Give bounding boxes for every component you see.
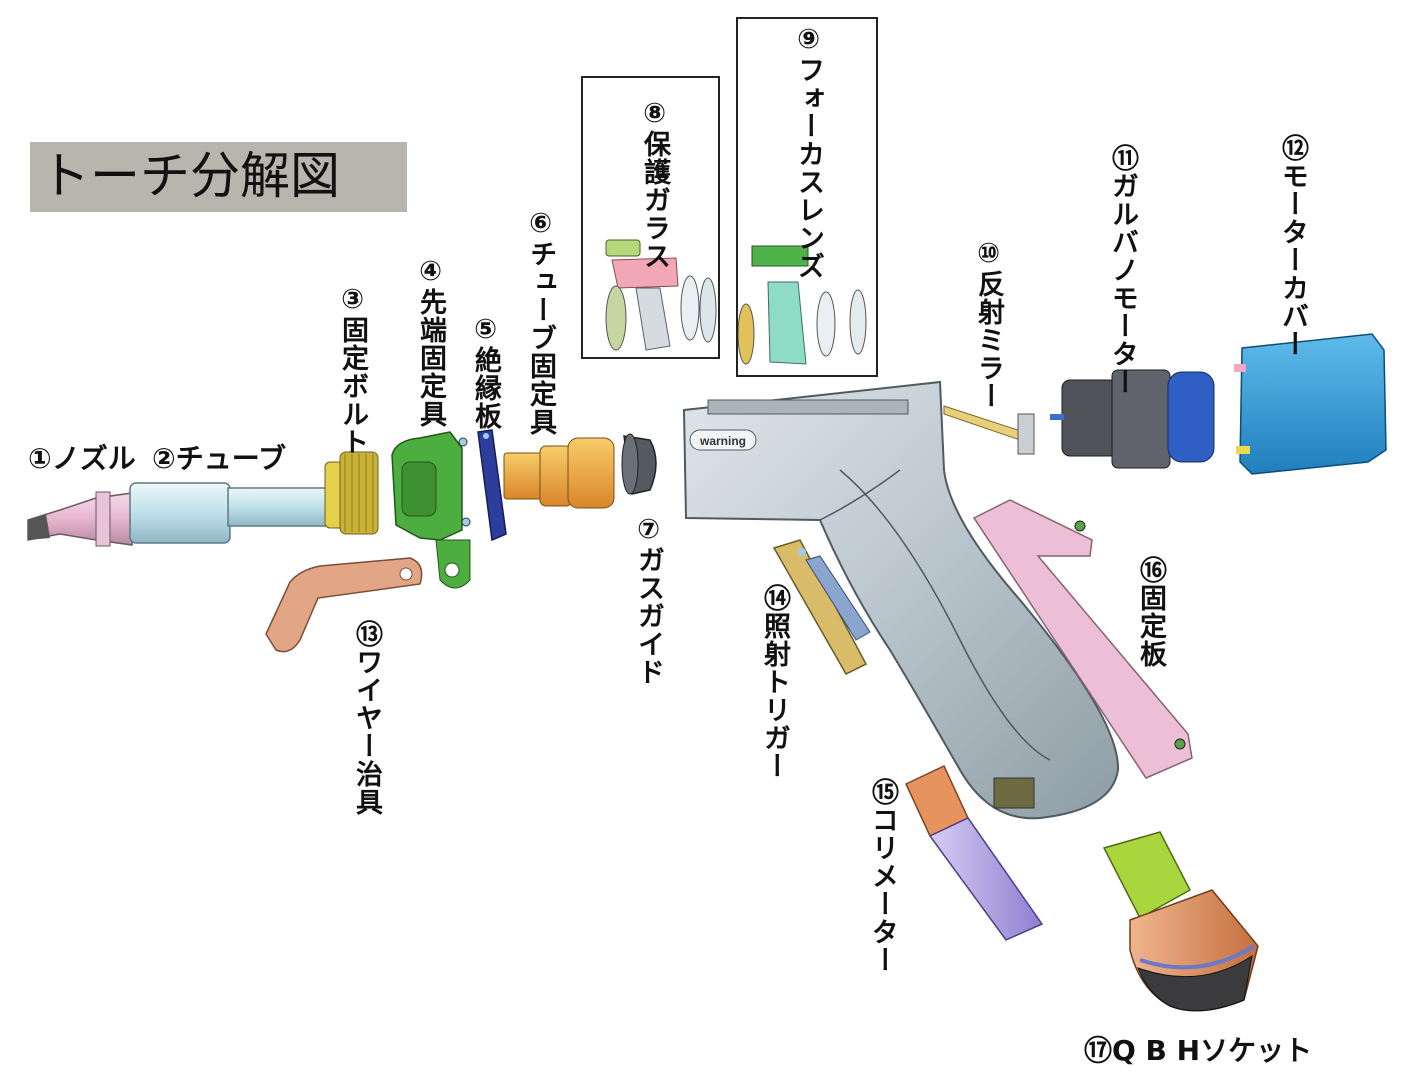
fixing-bolt-part — [324, 451, 379, 535]
collimator-part — [905, 764, 1044, 941]
label-collimator: ⑮コリメーター — [867, 778, 898, 974]
label-motor-cover: ⑫モーターカバー — [1277, 134, 1308, 358]
body-warning-marking: warning — [699, 434, 746, 448]
label-protective-glass: ⑧保護ガラス — [639, 98, 670, 270]
label-tip-fixture: ④先端固定具 — [415, 256, 446, 428]
label-tube-fixture: ⑥チューブ固定具 — [525, 208, 556, 436]
protective-glass-frame — [581, 76, 720, 359]
wire-jig-part — [265, 557, 423, 653]
tube-part — [129, 482, 329, 544]
label-fixing-plate: ⑯固定板 — [1135, 556, 1166, 668]
label-gas-guide: ⑦ガスガイド — [633, 514, 664, 686]
motor-cover-part — [1234, 333, 1387, 475]
label-tube: ②チューブ — [152, 442, 287, 475]
insulation-plate-part — [477, 429, 507, 542]
label-reflection-mirror: ⑩反射ミラー — [973, 238, 1004, 410]
focus-lens-frame — [736, 17, 878, 377]
title-box — [30, 142, 407, 212]
reflection-mirror-part — [943, 405, 1035, 455]
galvo-motor-part — [1050, 369, 1215, 469]
label-qbh-socket: ⑰Q B Hソケット — [1084, 1034, 1313, 1067]
label-galvo-motor: ⑪ガルバノモーター — [1107, 144, 1138, 396]
diagram-title: トーチ分解図 — [40, 147, 340, 205]
label-insulation-plate: ⑤絶縁板 — [470, 314, 501, 430]
fixing-plate-part — [972, 499, 1193, 779]
label-irradiation-trigger: ⑭照射トリガー — [759, 584, 790, 780]
tube-fixture-part — [503, 437, 615, 509]
torch-body-part: warning — [682, 380, 1120, 820]
focus-lens-part — [737, 245, 867, 365]
tip-fixture-part — [391, 431, 471, 589]
label-focus-lens: ⑨フォーカスレンズ — [793, 24, 824, 280]
protective-glass-part — [605, 239, 717, 351]
label-nozzle: ①ノズル — [28, 442, 136, 475]
qbh-socket-part — [1102, 831, 1259, 1012]
label-wire-jig: ⑬ワイヤー治具 — [351, 620, 382, 816]
irradiation-trigger-part — [772, 539, 871, 675]
label-fixing-bolt: ③固定ボルト — [337, 284, 368, 456]
gas-guide-part — [621, 433, 657, 495]
nozzle-part — [27, 491, 133, 547]
